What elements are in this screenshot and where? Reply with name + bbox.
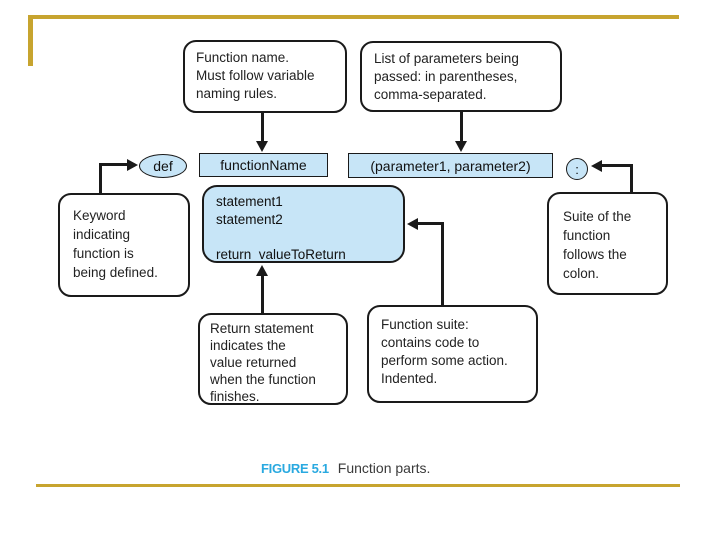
arrow-line-keyword-vertical	[99, 163, 102, 194]
token-def-keyword: def	[139, 154, 187, 178]
arrowhead-down-function-name	[256, 141, 268, 152]
token-colon: :	[566, 158, 588, 180]
figure-caption-label: FIGURE 5.1	[261, 461, 329, 476]
figure-caption-text: Function parts.	[337, 460, 431, 476]
bottom-gold-rule	[36, 484, 680, 487]
arrow-line-function-suite-horizontal	[417, 222, 444, 225]
arrow-line-function-name	[261, 113, 264, 143]
callout-def-keyword: Keyword indicating function is being def…	[58, 193, 190, 297]
callout-parameter-list: List of parameters being passed: in pare…	[360, 41, 562, 112]
token-parameter-list: (parameter1, parameter2)	[348, 153, 553, 178]
arrow-line-return-statement	[261, 275, 264, 313]
top-gold-rule	[30, 15, 679, 19]
arrowhead-down-parameter-list	[455, 141, 467, 152]
callout-function-suite: Function suite: contains code to perform…	[367, 305, 538, 403]
token-function-name: functionName	[199, 153, 328, 177]
arrowhead-up-return	[256, 265, 268, 276]
corner-bracket-rule	[28, 15, 33, 66]
arrow-line-function-suite-vertical	[441, 223, 444, 305]
callout-suite-follows-colon: Suite of the function follows the colon.	[547, 192, 668, 295]
function-body-code-block: statement1 statement2 return valueToRetu…	[202, 185, 405, 263]
figure-caption: FIGURE 5.1 Function parts.	[261, 460, 430, 476]
arrowhead-right-def	[127, 158, 138, 171]
arrow-line-keyword-horizontal	[99, 163, 129, 166]
arrow-line-parameter-list	[460, 112, 463, 143]
arrow-line-suite-colon-horizontal	[601, 164, 633, 167]
arrowhead-left-code-block	[407, 217, 418, 230]
callout-function-name: Function name. Must follow variable nami…	[183, 40, 347, 113]
callout-return-statement: Return statement indicates the value ret…	[198, 313, 348, 405]
arrow-line-suite-colon-vertical	[630, 164, 633, 193]
arrowhead-left-colon	[591, 159, 602, 172]
